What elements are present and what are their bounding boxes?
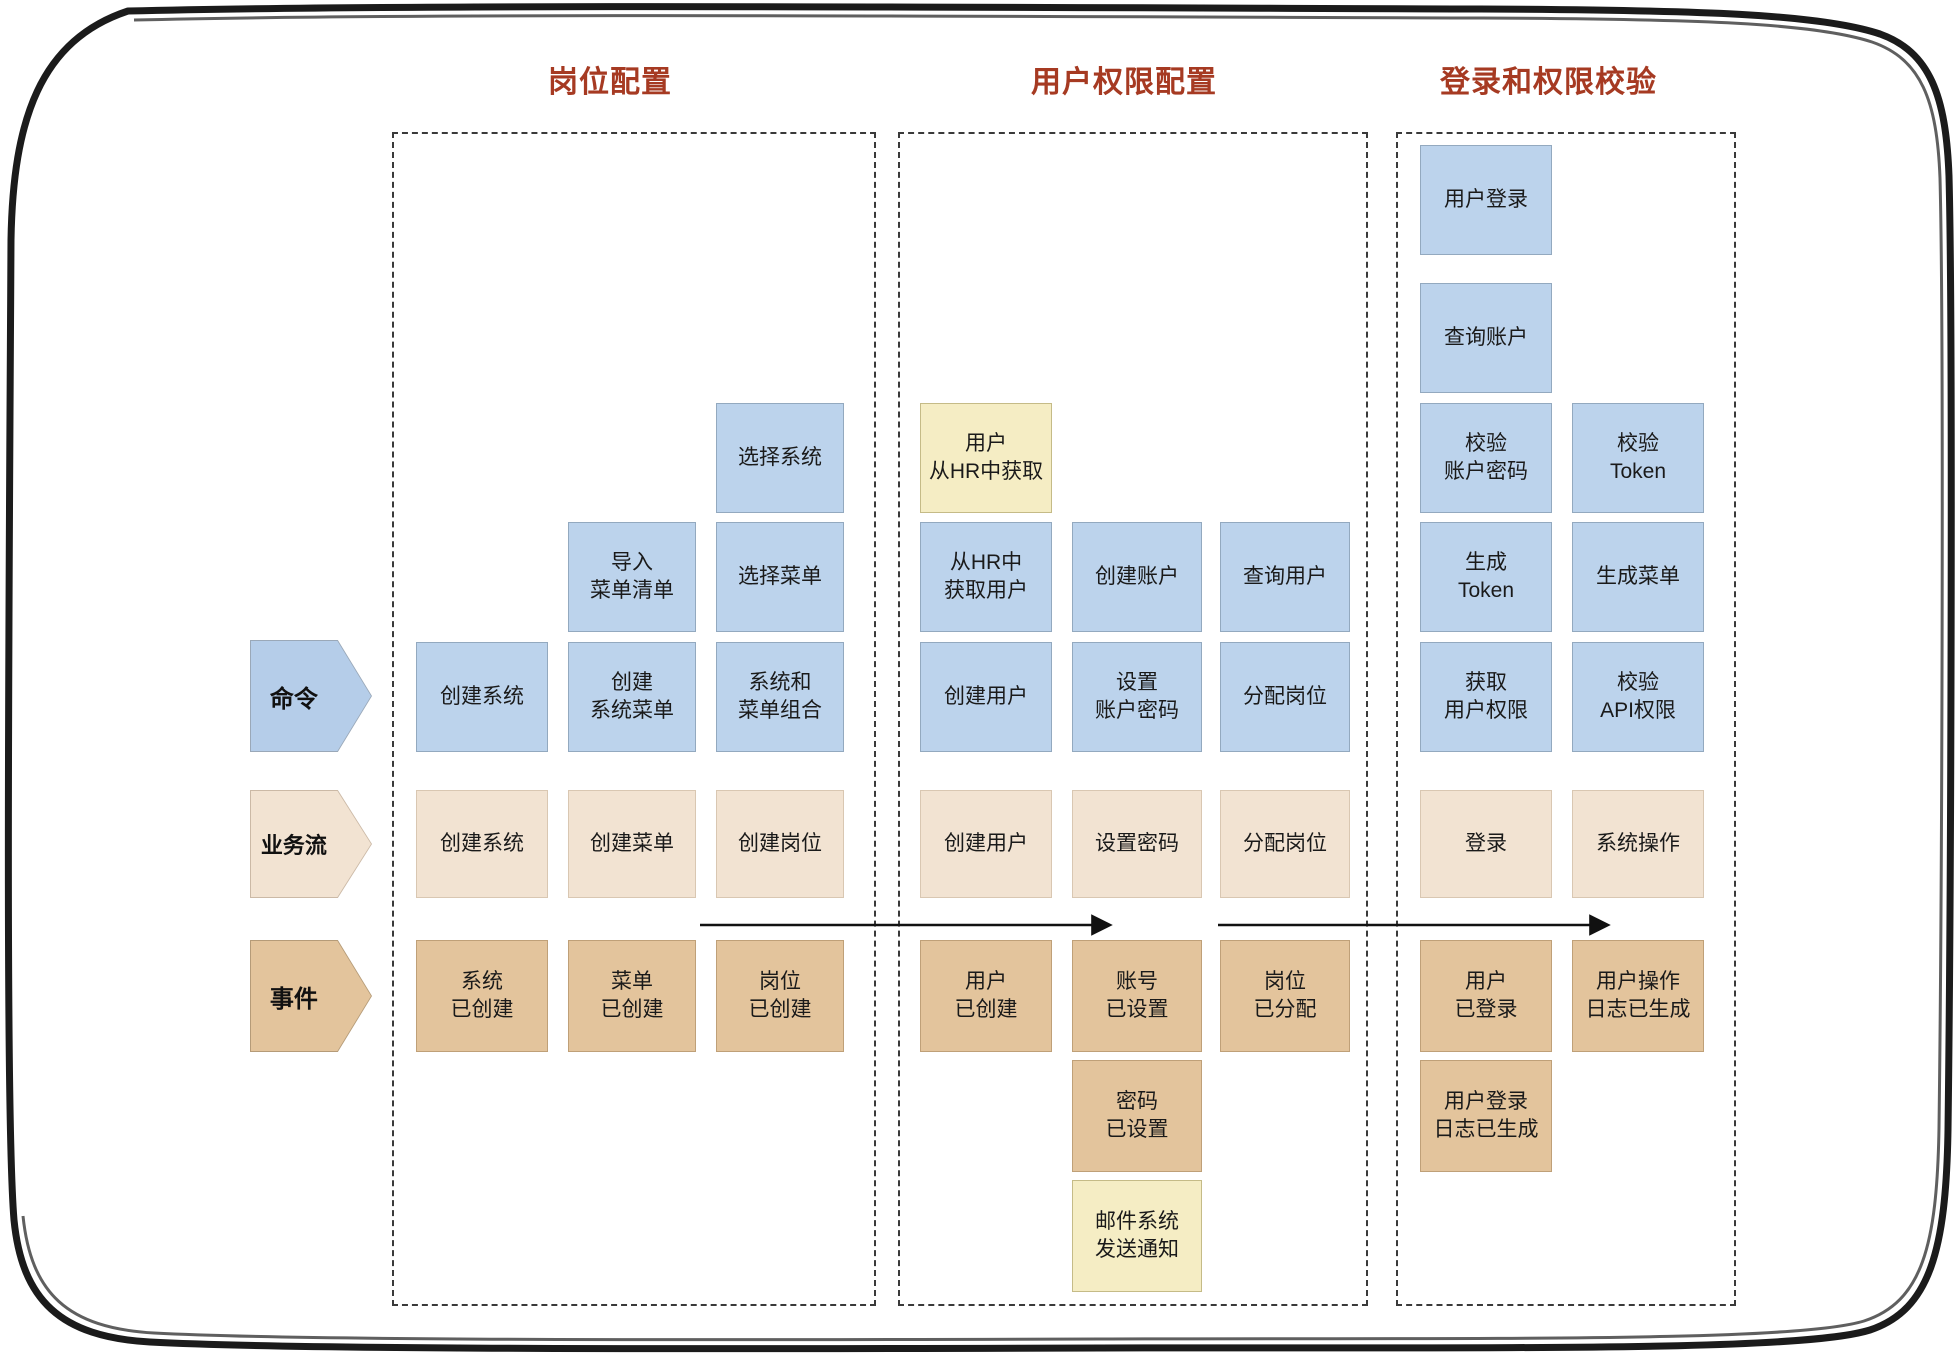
card-command[interactable]: 校验 Token	[1572, 403, 1704, 513]
card-event[interactable]: 用户 已创建	[920, 940, 1052, 1052]
card-command[interactable]: 校验 API权限	[1572, 642, 1704, 752]
card-command[interactable]: 查询用户	[1220, 522, 1350, 632]
card-event[interactable]: 系统 已创建	[416, 940, 548, 1052]
row-label-business: 业务流	[250, 790, 372, 898]
card-command[interactable]: 分配岗位	[1220, 642, 1350, 752]
card-business-flow[interactable]: 创建用户	[920, 790, 1052, 898]
group-title-2: 用户权限配置	[1031, 66, 1217, 99]
row-label-command: 命令	[250, 640, 372, 752]
card-command[interactable]: 创建系统	[416, 642, 548, 752]
card-command[interactable]: 生成 Token	[1420, 522, 1552, 632]
card-command[interactable]: 创建账户	[1072, 522, 1202, 632]
row-label-business-text: 业务流	[260, 833, 327, 858]
card-event[interactable]: 账号 已设置	[1072, 940, 1202, 1052]
card-business-flow[interactable]: 系统操作	[1572, 790, 1704, 898]
card-policy[interactable]: 邮件系统 发送通知	[1072, 1180, 1202, 1292]
card-command[interactable]: 系统和 菜单组合	[716, 642, 844, 752]
group-title-3: 登录和权限校验	[1440, 66, 1657, 99]
card-command[interactable]: 创建用户	[920, 642, 1052, 752]
lane-group-2	[898, 132, 1368, 1306]
card-command[interactable]: 从HR中 获取用户	[920, 522, 1052, 632]
card-policy[interactable]: 用户 从HR中获取	[920, 403, 1052, 513]
card-event[interactable]: 岗位 已创建	[716, 940, 844, 1052]
card-business-flow[interactable]: 分配岗位	[1220, 790, 1350, 898]
card-business-flow[interactable]: 登录	[1420, 790, 1552, 898]
row-label-event-text: 事件	[269, 985, 318, 1013]
card-command[interactable]: 生成菜单	[1572, 522, 1704, 632]
card-command[interactable]: 校验 账户密码	[1420, 403, 1552, 513]
card-event[interactable]: 用户 已登录	[1420, 940, 1552, 1052]
card-command[interactable]: 用户登录	[1420, 145, 1552, 255]
card-command[interactable]: 选择系统	[716, 403, 844, 513]
group-title-1: 岗位配置	[548, 66, 672, 99]
card-event[interactable]: 菜单 已创建	[568, 940, 696, 1052]
card-command[interactable]: 创建 系统菜单	[568, 642, 696, 752]
card-business-flow[interactable]: 创建系统	[416, 790, 548, 898]
card-command[interactable]: 设置 账户密码	[1072, 642, 1202, 752]
card-command[interactable]: 选择菜单	[716, 522, 844, 632]
card-event[interactable]: 用户登录 日志已生成	[1420, 1060, 1552, 1172]
card-command[interactable]: 导入 菜单清单	[568, 522, 696, 632]
lane-group-3	[1396, 132, 1736, 1306]
lane-group-1	[392, 132, 876, 1306]
card-business-flow[interactable]: 创建岗位	[716, 790, 844, 898]
card-command[interactable]: 查询账户	[1420, 283, 1552, 393]
card-business-flow[interactable]: 创建菜单	[568, 790, 696, 898]
card-command[interactable]: 获取 用户权限	[1420, 642, 1552, 752]
row-label-event: 事件	[250, 940, 372, 1052]
row-label-command-text: 命令	[269, 685, 318, 713]
card-business-flow[interactable]: 设置密码	[1072, 790, 1202, 898]
card-event[interactable]: 用户操作 日志已生成	[1572, 940, 1704, 1052]
card-event[interactable]: 岗位 已分配	[1220, 940, 1350, 1052]
card-event[interactable]: 密码 已设置	[1072, 1060, 1202, 1172]
